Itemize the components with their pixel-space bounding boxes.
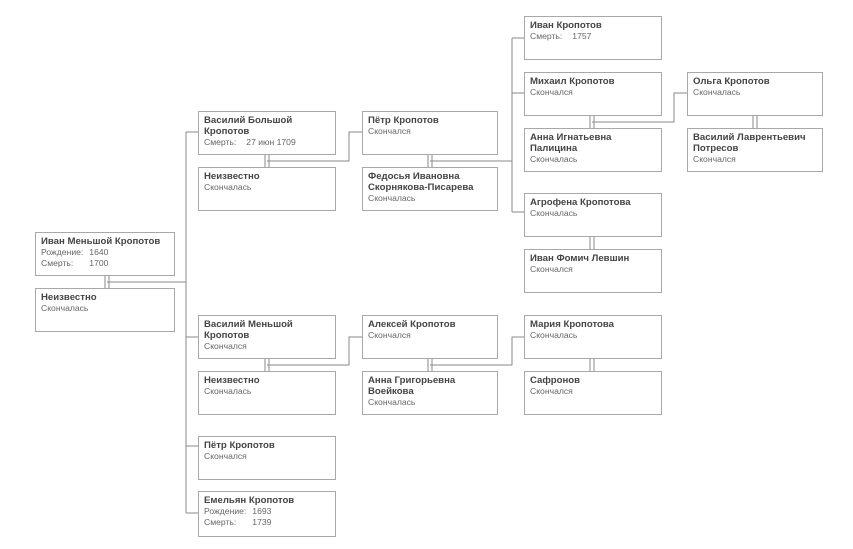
person-card-unknown-wife-vasily-menshoy[interactable]: Неизвестно Скончалась (198, 371, 336, 415)
person-name: Иван Кропотов (530, 20, 602, 31)
person-name: Емельян Кропотов (204, 495, 295, 506)
person-status: Скончался (204, 451, 247, 461)
person-status: Скончалась (693, 87, 741, 97)
person-card-safronov[interactable]: Сафронов Скончался (524, 371, 662, 415)
person-name: Василий Меньшой Кропотов (204, 319, 293, 341)
person-name: Агрофена Кропотова (530, 197, 631, 208)
person-name: Анна Игнатьевна Палицина (530, 132, 612, 154)
person-name: Пётр Кропотов (368, 115, 439, 126)
person-card-emelyan[interactable]: Емельян Кропотов Рождение:1693 Смерть:17… (198, 491, 336, 537)
person-name: Михаил Кропотов (530, 76, 615, 87)
person-name: Пётр Кропотов (204, 440, 275, 451)
person-status: Скончалась (530, 330, 578, 340)
person-status: Скончалась (368, 397, 416, 407)
person-card-ivan-menshoy[interactable]: Иван Меньшой Кропотов Рождение:1640 Смер… (35, 232, 175, 276)
person-name: Мария Кропотова (530, 319, 614, 330)
person-status: Скончался (693, 154, 736, 164)
person-status: Скончалась (204, 182, 252, 192)
person-name: Неизвестно (204, 375, 260, 386)
death-row: Смерть:1739 (204, 517, 272, 527)
person-status: Скончалась (204, 386, 252, 396)
person-status: Скончался (530, 386, 573, 396)
person-status: Скончалась (530, 208, 578, 218)
person-name: Ольга Кропотов (693, 76, 770, 87)
person-name: Федосья Ивановна Скорнякова-Писарева (368, 171, 474, 193)
person-card-vasily-bolshoy[interactable]: Василий Большой Кропотов Смерть:27 июн 1… (198, 111, 336, 155)
person-name: Иван Меньшой Кропотов (41, 236, 161, 247)
death-row: Смерть:1757 (530, 31, 592, 41)
person-status: Скончался (204, 341, 247, 351)
person-name: Василий Лаврентьевич Потресов (693, 132, 806, 154)
person-name: Неизвестно (41, 292, 97, 303)
person-name: Анна Григорьевна Воейкова (368, 375, 456, 397)
person-card-unknown-wife-root[interactable]: Неизвестно Скончалась (35, 288, 175, 332)
person-card-agrofena[interactable]: Агрофена Кропотова Скончалась (524, 193, 662, 237)
person-status: Скончалась (41, 303, 89, 313)
person-card-olga[interactable]: Ольга Кропотов Скончалась (687, 72, 823, 116)
person-card-anna-voeykova[interactable]: Анна Григорьевна Воейкова Скончалась (362, 371, 498, 415)
person-status: Скончался (530, 87, 573, 97)
death-row: Смерть:1700 (41, 258, 109, 268)
person-card-pyotr-son[interactable]: Пётр Кропотов Скончался (198, 436, 336, 480)
person-card-ivan-levshin[interactable]: Иван Фомич Левшин Скончался (524, 249, 662, 293)
person-name: Неизвестно (204, 171, 260, 182)
person-card-maria[interactable]: Мария Кропотова Скончалась (524, 315, 662, 359)
death-row: Смерть:27 июн 1709 (204, 137, 296, 147)
person-card-aleksey[interactable]: Алексей Кропотов Скончался (362, 315, 498, 359)
person-card-ivan[interactable]: Иван Кропотов Смерть:1757 (524, 16, 662, 60)
person-card-vasily-potresov[interactable]: Василий Лаврентьевич Потресов Скончался (687, 128, 823, 172)
person-card-fedosya[interactable]: Федосья Ивановна Скорнякова-Писарева Ско… (362, 167, 498, 211)
person-card-anna-palitsina[interactable]: Анна Игнатьевна Палицина Скончалась (524, 128, 662, 172)
person-status: Скончалась (530, 154, 578, 164)
person-status: Скончался (530, 264, 573, 274)
person-name: Василий Большой Кропотов (204, 115, 293, 137)
person-card-pyotr[interactable]: Пётр Кропотов Скончался (362, 111, 498, 155)
person-name: Иван Фомич Левшин (530, 253, 630, 264)
person-name: Алексей Кропотов (368, 319, 456, 330)
person-status: Скончался (368, 126, 411, 136)
person-status: Скончался (368, 330, 411, 340)
birth-row: Рождение:1640 (41, 247, 109, 257)
birth-row: Рождение:1693 (204, 506, 272, 516)
person-status: Скончалась (368, 193, 416, 203)
person-card-mikhail[interactable]: Михаил Кропотов Скончался (524, 72, 662, 116)
person-card-vasily-menshoy[interactable]: Василий Меньшой Кропотов Скончался (198, 315, 336, 359)
person-name: Сафронов (530, 375, 581, 386)
person-card-unknown-wife-vasily-bolshoy[interactable]: Неизвестно Скончалась (198, 167, 336, 211)
